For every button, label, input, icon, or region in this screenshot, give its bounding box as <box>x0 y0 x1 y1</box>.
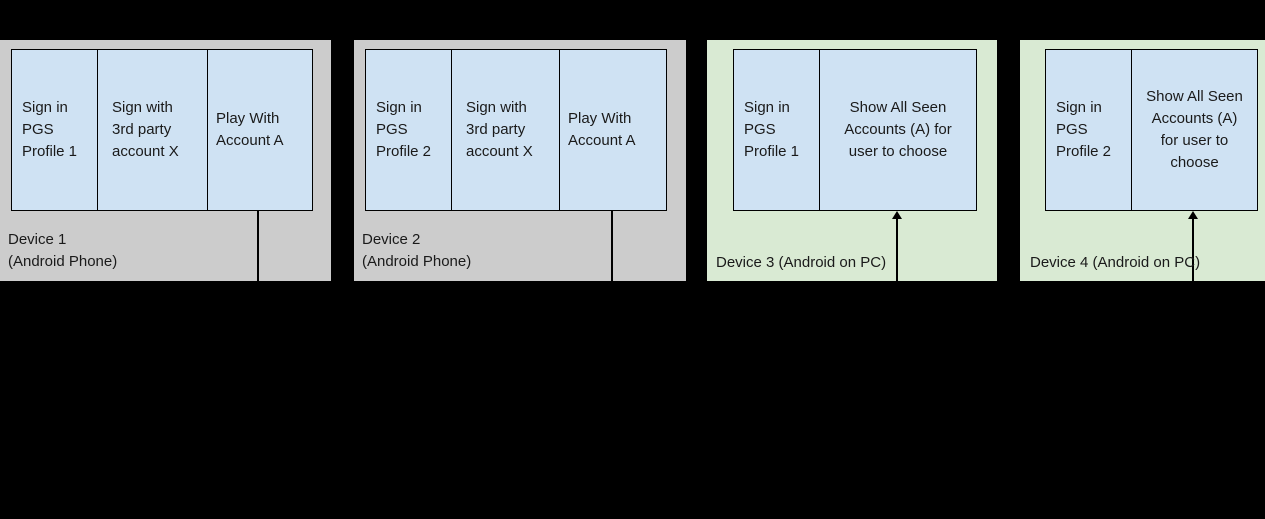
step-show-all-seen-accounts-text: Show All Seen Accounts (A) for user to c… <box>844 99 952 160</box>
device-2-steps: Sign in PGS Profile 2 Sign with 3rd part… <box>365 49 667 211</box>
device-1-steps: Sign in PGS Profile 1 Sign with 3rd part… <box>11 49 313 211</box>
up-arrow-connector <box>892 211 902 281</box>
step-sign-in-pgs-profile: Sign in PGS Profile 1 <box>744 99 800 160</box>
arrow-shaft <box>1192 219 1194 281</box>
device-label-line2: (Android Phone) <box>362 253 472 270</box>
connector-line <box>611 211 613 281</box>
arrow-shaft <box>896 219 898 281</box>
device-label-line1: Device 4 (Android on PC) <box>1030 254 1201 271</box>
device-3-steps: Sign in PGS Profile 1 Show All Seen Acco… <box>733 49 977 211</box>
device-4-steps: Sign in PGS Profile 2 Show All Seen Acco… <box>1045 49 1258 211</box>
step-sign-in-pgs-profile: Sign in PGS Profile 2 <box>376 99 432 160</box>
device-label-line2: (Android Phone) <box>8 253 118 270</box>
arrow-up-icon <box>892 211 902 219</box>
device-label: Device 1 (Android Phone) <box>8 229 117 273</box>
device-label: Device 4 (Android on PC) <box>1030 252 1200 274</box>
device-4-card: Sign in PGS Profile 2 Show All Seen Acco… <box>1020 40 1265 281</box>
up-arrow-connector <box>1188 211 1198 281</box>
step-play-with-account: Play With Account A <box>559 50 666 210</box>
device-label-line1: Device 2 <box>362 231 421 248</box>
device-1-card: Sign in PGS Profile 1 Sign with 3rd part… <box>0 40 331 281</box>
device-label: Device 3 (Android on PC) <box>716 252 886 274</box>
connector-line <box>257 211 259 281</box>
device-label-line1: Device 3 (Android on PC) <box>716 254 887 271</box>
step-sign-with-3rd-party: Sign with 3rd party account X <box>97 50 207 210</box>
step-sign-with-3rd-party: Sign with 3rd party account X <box>451 50 559 210</box>
step-show-all-seen-accounts: Show All Seen Accounts (A) for user to c… <box>1131 50 1257 210</box>
device-label: Device 2 (Android Phone) <box>362 229 471 273</box>
arrow-up-icon <box>1188 211 1198 219</box>
device-label-line1: Device 1 <box>8 231 67 248</box>
step-sign-in-pgs-profile: Sign in PGS Profile 1 <box>22 99 78 160</box>
step-show-all-seen-accounts-text: Show All Seen Accounts (A) for user to c… <box>1146 88 1243 171</box>
device-2-card: Sign in PGS Profile 2 Sign with 3rd part… <box>354 40 686 281</box>
device-3-card: Sign in PGS Profile 1 Show All Seen Acco… <box>707 40 997 281</box>
step-show-all-seen-accounts: Show All Seen Accounts (A) for user to c… <box>819 50 976 210</box>
step-play-with-account: Play With Account A <box>207 50 312 210</box>
step-sign-in-pgs-profile: Sign in PGS Profile 2 <box>1056 99 1112 160</box>
